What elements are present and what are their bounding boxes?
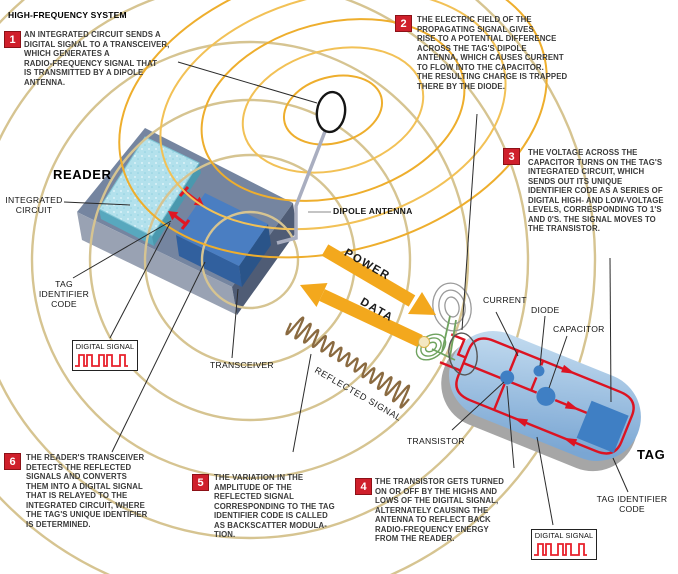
power-arrow (321, 244, 436, 315)
diode-dot (533, 365, 545, 377)
tag-identifier-code-label: TAG IDENTIFIER CODE (596, 494, 668, 514)
step-3-text: THE VOLTAGE ACROSS THE CAPACITOR TURNS O… (528, 148, 664, 233)
transceiver-label: TRANSCEIVER (210, 360, 274, 370)
step-4-number: 4 (355, 478, 372, 495)
reader-tag-identifier-code-label: TAG IDENTIFIER CODE (38, 279, 90, 309)
reflected-signal-wave (285, 316, 411, 409)
tag-body (439, 331, 641, 472)
reader-field-circles (0, 0, 597, 574)
step-5-text: THE VARIATION IN THE AMPLITUDE OF THE RE… (214, 473, 335, 539)
diagram-title: HIGH-FREQUENCY SYSTEM (8, 10, 127, 20)
tag-digital-signal-label: DIGITAL SIGNAL (534, 531, 594, 540)
integrated-circuit-label: INTEGRATED CIRCUIT (5, 195, 63, 215)
step-1-number: 1 (4, 31, 21, 48)
step-2-number: 2 (395, 15, 412, 32)
rf-field-ellipses (118, 0, 548, 259)
tag-digital-signal-box: DIGITAL SIGNAL (531, 529, 597, 560)
capacitor-dot (536, 386, 556, 406)
tag-ic-square (576, 400, 629, 453)
tag-digital-signal-wave (534, 543, 587, 556)
dipole-antenna-rod (276, 115, 333, 245)
reader-digital-signal-label: DIGITAL SIGNAL (75, 342, 135, 351)
data-arrow (300, 283, 430, 348)
transistor-label: TRANSISTOR (407, 436, 465, 446)
antenna-loop (315, 90, 347, 134)
step-6-number: 6 (4, 453, 21, 470)
current-label: CURRENT (483, 295, 527, 305)
step-3-number: 3 (503, 148, 520, 165)
step-2-text: THE ELECTRIC FIELD OF THE PROPAGATING SI… (417, 15, 568, 91)
step-6-text: THE READER'S TRANSCEIVER DETECTS THE REF… (26, 453, 148, 529)
step-5-number: 5 (192, 474, 209, 491)
diode-label: DIODE (531, 305, 560, 315)
step-4-text: THE TRANSISTOR GETS TURNED ON OR OFF BY … (375, 477, 504, 543)
transistor-dot (500, 370, 515, 385)
reader-digital-signal-wave (75, 354, 128, 367)
capacitor-label: CAPACITOR (553, 324, 605, 334)
tag-label: TAG (637, 447, 666, 462)
dipole-antenna-label: DIPOLE ANTENNA (333, 206, 413, 216)
reader-digital-signal-box: DIGITAL SIGNAL (72, 340, 138, 371)
step-1-text: AN INTEGRATED CIRCUIT SENDS A DIGITAL SI… (24, 30, 170, 87)
leader-lines (63, 61, 629, 526)
reader-label: READER (53, 167, 112, 182)
